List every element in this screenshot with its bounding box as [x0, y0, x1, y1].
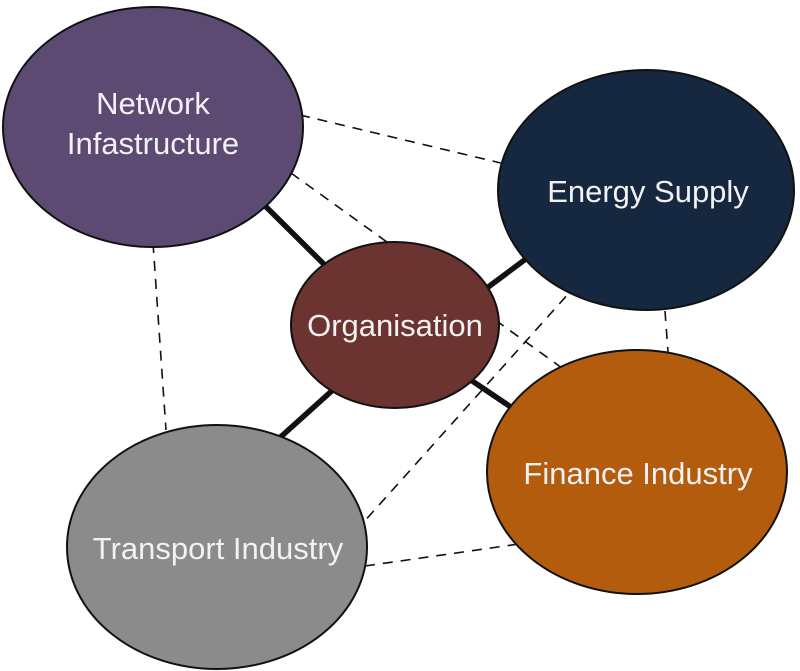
node-energy-supply: Energy Supply [497, 69, 795, 311]
organisation-ellipse [290, 241, 500, 409]
node-organisation: Organisation [290, 241, 500, 409]
finance-industry-ellipse [486, 349, 788, 595]
node-finance-industry: Finance Industry [486, 349, 788, 595]
energy-supply-ellipse [497, 69, 795, 311]
dashed-edge-network-energy [299, 114, 506, 165]
finance-industry-label: Finance Industry [523, 456, 753, 491]
network-infrastructure-label-line1: Network [96, 86, 210, 121]
dashed-edge-network-transport [152, 242, 167, 431]
transport-industry-label: Transport Industry [93, 531, 344, 566]
network-infrastructure-label-line2: Infastructure [67, 126, 239, 161]
node-network-infrastructure: Network Infastructure [2, 6, 304, 248]
organisation-label: Organisation [307, 308, 483, 343]
energy-supply-label: Energy Supply [547, 174, 749, 209]
network-infrastructure-ellipse [2, 6, 304, 248]
dashed-edge-transport-finance [364, 543, 520, 567]
transport-industry-ellipse [66, 424, 368, 670]
dashed-edge-energy-finance [664, 310, 669, 353]
node-transport-industry: Transport Industry [66, 424, 368, 670]
